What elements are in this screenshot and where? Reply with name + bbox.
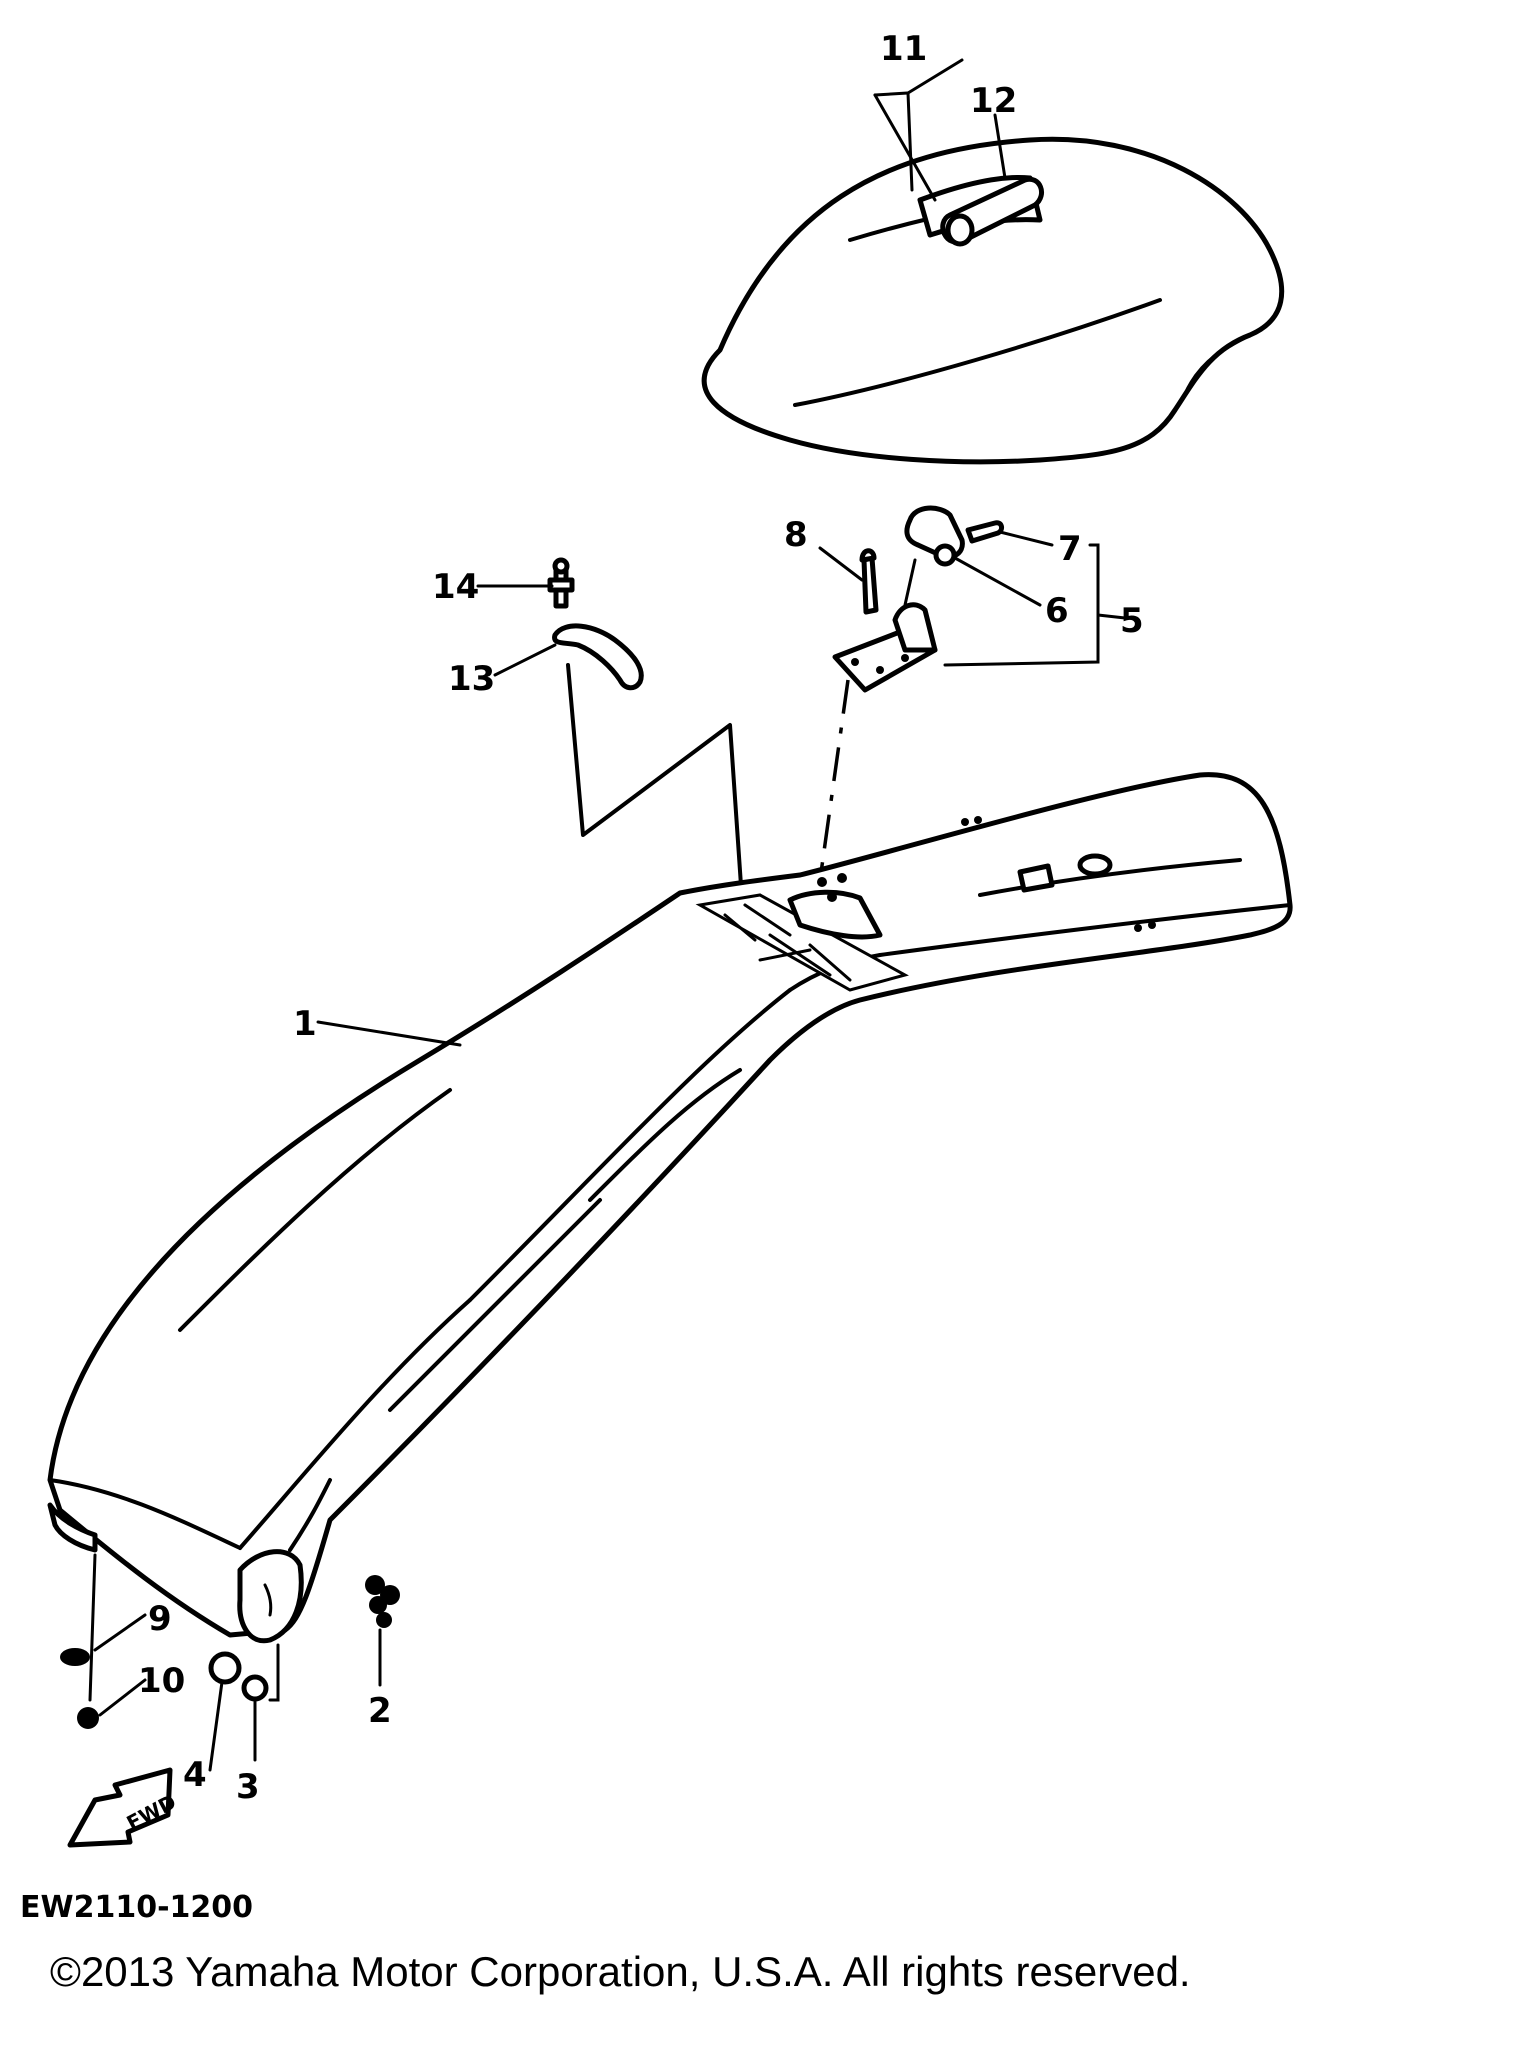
hose-13-part xyxy=(552,623,644,691)
rear-deck-hatch xyxy=(695,873,909,992)
callout-5: 5 xyxy=(1120,601,1144,641)
bolt-2-part xyxy=(365,1575,400,1628)
washer-9-part xyxy=(60,1648,90,1666)
fwd-arrow: FWD xyxy=(67,1767,180,1848)
callout-1: 1 xyxy=(293,1004,317,1044)
leader-zigzag xyxy=(566,663,744,902)
bolt-10-part xyxy=(77,1707,99,1729)
callout-7: 7 xyxy=(1058,529,1082,569)
washer-6-part xyxy=(933,543,957,567)
callout-2: 2 xyxy=(368,1691,392,1731)
grab-handle-part xyxy=(940,176,1044,247)
callout-14: 14 xyxy=(432,567,479,607)
callout-12: 12 xyxy=(970,81,1017,121)
seat-part xyxy=(701,136,1285,465)
centerline-pin-8 xyxy=(818,679,850,881)
hull-cover-part xyxy=(47,772,1293,1644)
callout-13: 13 xyxy=(448,659,495,699)
copyright-notice: ©2013 Yamaha Motor Corporation, U.S.A. A… xyxy=(50,1948,1191,1995)
pin-8-part xyxy=(859,548,879,615)
leader-hook-to-bracket xyxy=(903,558,917,607)
nut-3-part xyxy=(241,1674,269,1702)
callout-4: 4 xyxy=(183,1755,207,1795)
callout-8: 8 xyxy=(784,515,808,555)
callout-6: 6 xyxy=(1045,591,1069,631)
callout-11: 11 xyxy=(880,29,927,69)
callout-3: 3 xyxy=(236,1767,260,1807)
washer-4-part xyxy=(208,1651,242,1685)
callout-10: 10 xyxy=(138,1661,185,1701)
pin-14-part xyxy=(547,557,575,609)
diagram-code: EW2110-1200 xyxy=(20,1890,254,1925)
leader-fasteners xyxy=(88,1553,97,1702)
hinge-bracket-part xyxy=(832,602,938,693)
callout-9: 9 xyxy=(148,1599,172,1639)
bolt-7-part xyxy=(965,520,1005,544)
deck-details xyxy=(961,816,1156,932)
